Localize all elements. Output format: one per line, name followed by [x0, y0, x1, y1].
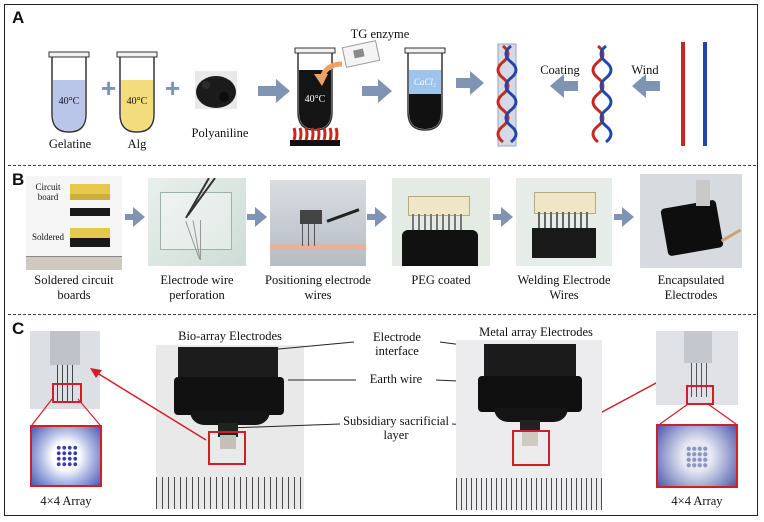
flow-arrow-coating	[550, 74, 578, 98]
step5-label: Welding Electrode Wires	[517, 273, 611, 302]
photo-metal-array-grid	[656, 424, 738, 488]
panel-b-letter: B	[12, 170, 25, 189]
mix-temp: 40°C	[304, 94, 326, 105]
tag-soldered: Soldered	[32, 232, 64, 242]
tag-circuit-board: Circuit board	[35, 182, 61, 202]
panel-c-letter: C	[12, 319, 25, 338]
step4-label: PEG coated	[411, 273, 471, 287]
step3-label: Positioning electrode wires	[265, 273, 371, 302]
photo-metal-array-electrodes	[456, 340, 602, 510]
separator-bc	[8, 314, 756, 315]
annotation-sacrificial-layer: Subsidiary sacrificial layer	[343, 414, 449, 442]
photo-soldered-boards: Circuit board Soldered	[26, 176, 122, 270]
tg-enzyme-sample	[314, 40, 381, 86]
panel-b-arrows	[125, 207, 634, 227]
panel-a-diagram: + +	[48, 40, 707, 147]
photo-metal-tip	[656, 331, 738, 405]
photo-peg-coated	[392, 178, 490, 266]
left-array-label: 4×4 Array	[40, 494, 92, 508]
step1-label: Soldered circuit boards	[34, 273, 114, 302]
twisted-wire	[591, 44, 613, 144]
step2-label: Electrode wire perforation	[160, 273, 234, 302]
photo-welding-wires	[516, 178, 612, 266]
polyaniline-label: Polyaniline	[191, 126, 249, 140]
plus-1: +	[101, 73, 116, 103]
figure-frame	[4, 4, 758, 516]
coated-wire	[496, 43, 518, 147]
wind-label: Wind	[631, 63, 659, 77]
annotation-earth-wire: Earth wire	[369, 372, 423, 386]
photo-bio-array-grid	[30, 425, 102, 487]
flow-arrow-3	[456, 71, 484, 95]
alg-label: Alg	[127, 137, 147, 151]
right-array-label: 4×4 Array	[671, 494, 723, 508]
plus-2: +	[165, 73, 180, 103]
photo-wire-perforation	[148, 178, 246, 266]
cacl2-label: CaCl₂	[413, 77, 437, 87]
photo-positioning-wires	[270, 180, 366, 266]
flow-arrow-2	[362, 79, 392, 103]
photo-bio-array-electrodes	[156, 345, 304, 509]
panel-a-letter: A	[12, 8, 25, 27]
gelatine-label: Gelatine	[48, 137, 92, 151]
separator-ab	[8, 165, 756, 166]
bio-array-title: Bio-array Electrodes	[178, 329, 282, 343]
polyaniline-powder	[195, 71, 237, 109]
gelatine-temp: 40°C	[58, 96, 80, 107]
coating-label: Coating	[540, 63, 580, 77]
tg-enzyme-label: TG enzyme	[350, 27, 410, 41]
flow-arrow-1	[258, 79, 290, 103]
photo-encapsulated	[640, 174, 742, 268]
cacl2-tube	[404, 47, 446, 131]
annotation-electrode-interface: Electrode interface	[373, 330, 421, 358]
gelatine-tube	[48, 51, 90, 133]
step6-label: Encapsulated Electrodes	[657, 273, 725, 302]
alg-temp: 40°C	[126, 96, 148, 107]
photo-bio-tip	[30, 331, 100, 409]
flow-arrow-wind	[632, 74, 660, 98]
metal-array-title: Metal array Electrodes	[479, 325, 593, 339]
alg-tube	[116, 51, 158, 133]
